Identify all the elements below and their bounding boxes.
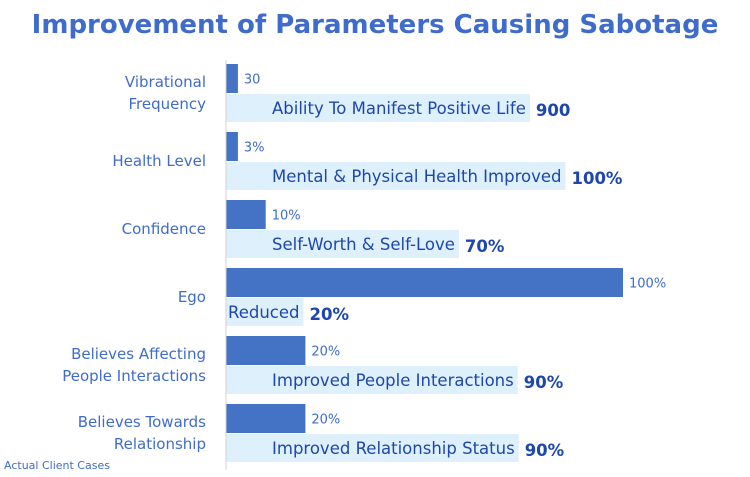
footnote: Actual Client Cases [4, 459, 110, 472]
after-bar [226, 162, 566, 190]
category-label: Health Level [112, 152, 206, 170]
chart-title: Improvement of Parameters Causing Sabota… [31, 10, 719, 40]
category-label: Believes Towards [78, 413, 206, 431]
category-label: Relationship [114, 435, 206, 453]
after-bar-text: Reduced [228, 303, 300, 322]
after-bar [226, 94, 530, 122]
after-value-label: 90% [524, 373, 564, 392]
before-bar [226, 132, 238, 161]
after-value-label: 20% [310, 305, 350, 324]
category-label: People Interactions [62, 367, 206, 385]
after-value-label: 70% [465, 237, 505, 256]
after-bar [226, 230, 459, 258]
after-bar-text: Self-Worth & Self-Love [272, 235, 455, 254]
after-bar-text: Ability To Manifest Positive Life [272, 99, 526, 118]
before-bar [226, 64, 238, 93]
before-value-label: 100% [629, 277, 666, 292]
after-bar-text: Improved Relationship Status [272, 439, 515, 458]
before-value-label: 20% [311, 413, 340, 428]
after-bar-text: Mental & Physical Health Improved [272, 167, 561, 186]
after-bar-text: Improved People Interactions [272, 371, 514, 390]
after-bar [226, 366, 518, 394]
before-value-label: 20% [311, 345, 340, 360]
category-label: Confidence [122, 220, 206, 238]
after-value-label: 900 [536, 101, 570, 120]
category-label: Vibrational [125, 73, 206, 91]
before-bar [226, 268, 623, 297]
before-bar [226, 336, 306, 365]
after-bar [226, 298, 304, 326]
after-value-label: 100% [571, 169, 622, 188]
before-value-label: 30 [244, 73, 261, 88]
after-bar [226, 434, 519, 462]
before-bar [226, 404, 306, 433]
category-label: Frequency [129, 95, 207, 113]
before-value-label: 10% [272, 209, 301, 224]
category-label: Ego [178, 288, 206, 306]
category-label: Believes Affecting [71, 345, 206, 363]
before-value-label: 3% [244, 141, 265, 156]
before-bar [226, 200, 266, 229]
after-value-label: 90% [525, 441, 565, 460]
